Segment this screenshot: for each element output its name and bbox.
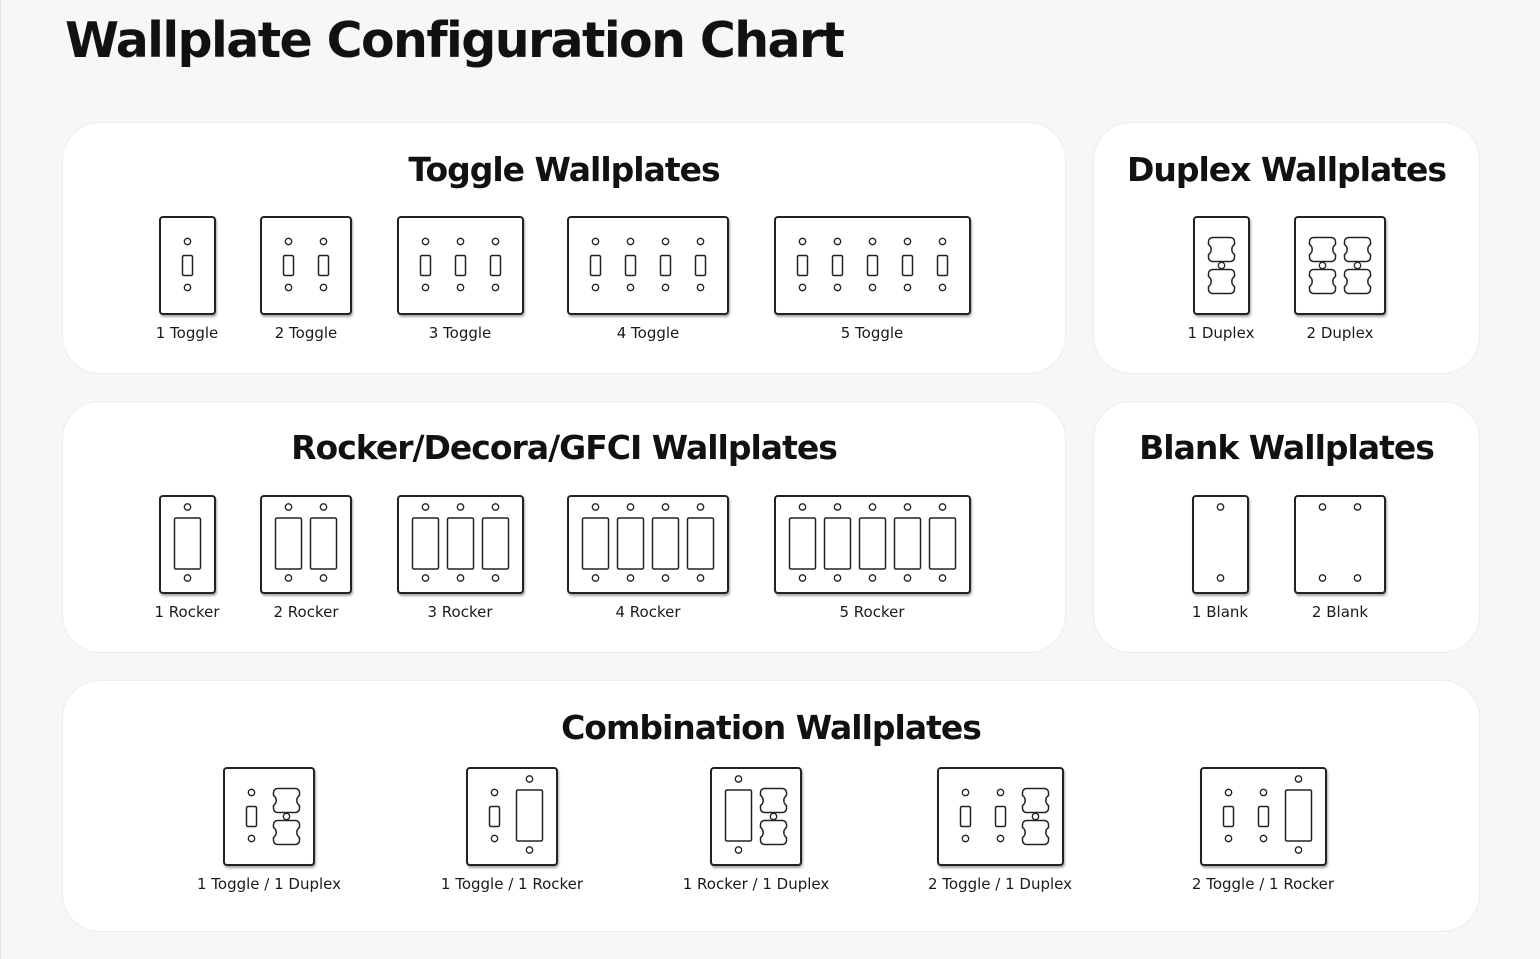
blank-wallplate-item: 1 Blank (1145, 495, 1295, 621)
rocker-wallplate-item: 1 Rocker (112, 495, 262, 621)
rocker-wallplate-item: 3 Rocker (385, 495, 535, 621)
rocker-wallplate-diagram (773, 495, 971, 594)
rocker-wallplate-diagram (260, 495, 352, 594)
toggle-wallplate-diagram (773, 216, 971, 315)
toggle-wallplate-label: 1 Toggle (155, 324, 219, 342)
rocker-wallplate-diagram (158, 495, 216, 594)
duplex-wallplate-diagram (1294, 216, 1386, 315)
combination-wallplate-diagram (710, 767, 802, 866)
rocker-wallplate-item: 4 Rocker (567, 495, 729, 621)
combination-wallplate-diagram (466, 767, 558, 866)
blank-wallplate-label: 2 Blank (1311, 603, 1369, 621)
page-title: Wallplate Configuration Chart (65, 12, 845, 69)
blank-wallplate-item: 2 Blank (1265, 495, 1415, 621)
combination-wallplates-panel: Combination Wallplates 1 Toggle / 1 Dupl… (62, 680, 1480, 932)
toggle-wallplates-panel: Toggle Wallplates 1 Toggle 2 Toggle 3 Togg… (62, 122, 1066, 374)
rocker-wallplate-label: 3 Rocker (427, 603, 493, 621)
toggle-wallplate-label: 5 Toggle (840, 324, 904, 342)
toggle-wallplate-diagram (260, 216, 352, 315)
rocker-wallplate-label: 1 Rocker (154, 603, 220, 621)
toggle-wallplate-item: 4 Toggle (567, 216, 729, 342)
rocker-wallplates-panel: Rocker/Decora/GFCI Wallplates 1 Rocker 2 … (62, 401, 1066, 653)
toggle-wallplate-item: 1 Toggle (112, 216, 262, 342)
duplex-wallplate-label: 1 Duplex (1187, 324, 1255, 342)
combination-wallplate-item: 2 Toggle / 1 Rocker (1188, 767, 1338, 893)
blank-wallplates-panel: Blank Wallplates 1 Blank 2 Blank (1093, 401, 1480, 653)
combination-wallplate-item: 2 Toggle / 1 Duplex (925, 767, 1075, 893)
toggle-wallplates-title: Toggle Wallplates (408, 150, 720, 189)
combination-wallplate-label: 2 Toggle / 1 Rocker (1191, 875, 1335, 893)
combination-wallplate-item: 1 Toggle / 1 Duplex (194, 767, 344, 893)
toggle-wallplate-item: 3 Toggle (385, 216, 535, 342)
combination-wallplate-label: 1 Rocker / 1 Duplex (682, 875, 830, 893)
blank-wallplate-diagram (1294, 495, 1386, 594)
toggle-wallplate-diagram (158, 216, 216, 315)
combination-wallplate-label: 2 Toggle / 1 Duplex (927, 875, 1073, 893)
combination-wallplate-label: 1 Toggle / 1 Rocker (440, 875, 584, 893)
blank-wallplate-diagram (1191, 495, 1249, 594)
toggle-wallplate-label: 4 Toggle (616, 324, 680, 342)
rocker-wallplate-label: 4 Rocker (615, 603, 681, 621)
blank-wallplate-label: 1 Blank (1191, 603, 1249, 621)
toggle-wallplate-diagram (567, 216, 729, 315)
duplex-wallplate-diagram (1192, 216, 1250, 315)
combination-wallplate-diagram (936, 767, 1064, 866)
rocker-wallplate-label: 2 Rocker (273, 603, 339, 621)
combination-wallplate-label: 1 Toggle / 1 Duplex (196, 875, 342, 893)
duplex-wallplate-item: 2 Duplex (1265, 216, 1415, 342)
combination-wallplate-item: 1 Toggle / 1 Rocker (437, 767, 587, 893)
rocker-wallplate-item: 2 Rocker (231, 495, 381, 621)
duplex-wallplates-panel: Duplex Wallplates 1 Duplex 2 Duplex (1093, 122, 1480, 374)
duplex-wallplates-title: Duplex Wallplates (1126, 150, 1447, 189)
rocker-wallplate-diagram (396, 495, 524, 594)
rocker-wallplate-item: 5 Rocker (773, 495, 971, 621)
blank-wallplates-title: Blank Wallplates (1139, 428, 1435, 467)
duplex-wallplate-item: 1 Duplex (1146, 216, 1296, 342)
rocker-wallplate-diagram (567, 495, 729, 594)
rocker-wallplate-label: 5 Rocker (839, 603, 905, 621)
duplex-wallplate-label: 2 Duplex (1306, 324, 1374, 342)
rocker-wallplates-title: Rocker/Decora/GFCI Wallplates (291, 428, 838, 467)
combination-wallplate-item: 1 Rocker / 1 Duplex (681, 767, 831, 893)
combination-wallplate-diagram (1199, 767, 1327, 866)
toggle-wallplate-label: 3 Toggle (428, 324, 492, 342)
toggle-wallplate-item: 2 Toggle (231, 216, 381, 342)
combination-wallplate-diagram (223, 767, 315, 866)
toggle-wallplate-diagram (396, 216, 524, 315)
toggle-wallplate-item: 5 Toggle (773, 216, 971, 342)
toggle-wallplate-label: 2 Toggle (274, 324, 338, 342)
combination-wallplates-title: Combination Wallplates (561, 708, 982, 747)
